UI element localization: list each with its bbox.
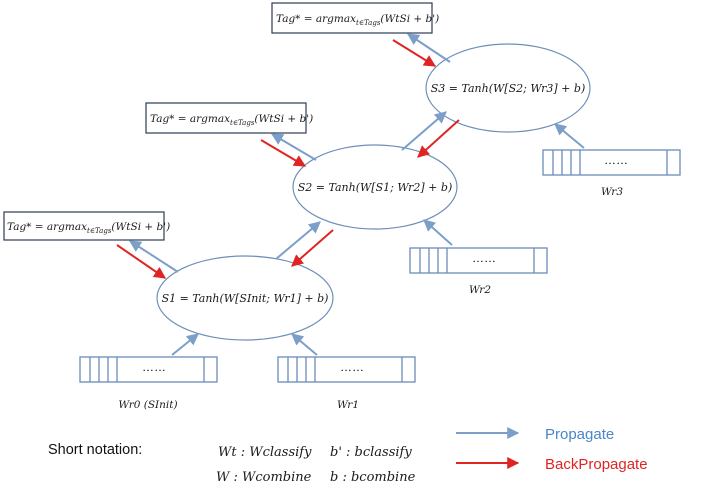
propagate-arrow-s2-tag bbox=[270, 133, 317, 161]
svg-text:Tag* = argmaxt∈Tags(WtSi + b'): Tag* = argmaxt∈Tags(WtSi + b') bbox=[150, 113, 313, 127]
vector-wr1: …… bbox=[277, 356, 416, 383]
backprop-arrow-tag-s1 bbox=[116, 244, 166, 279]
vector-wr1-label: Wr1 bbox=[337, 399, 359, 411]
propagate-arrow-s1-s2 bbox=[275, 221, 321, 260]
svg-text:……: …… bbox=[142, 360, 166, 374]
notation-b: b : bcombine bbox=[330, 470, 416, 485]
propagate-arrow-s2-s3 bbox=[401, 111, 447, 151]
propagate-arrow-wr1-s1 bbox=[291, 333, 318, 356]
propagate-arrow-s3-tag bbox=[407, 33, 451, 63]
vector-wr0-label: Wr0 (SInit) bbox=[118, 399, 177, 411]
vector-wr3-label: Wr3 bbox=[601, 186, 623, 198]
svg-text:S2 = Tanh(W[S1; Wr2] + b): S2 = Tanh(W[S1; Wr2] + b) bbox=[298, 181, 452, 194]
backprop-arrow-tag-s2 bbox=[260, 139, 307, 167]
propagate-arrow-wr2-s2 bbox=[423, 219, 453, 246]
tag-formula-box-1: Tag* = argmaxt∈Tags(WtSi + b') bbox=[3, 211, 170, 241]
propagate-arrow-wr3-s3 bbox=[554, 123, 585, 149]
vector-wr2-label: Wr2 bbox=[469, 284, 491, 296]
backprop-arrow-s2-s1 bbox=[291, 229, 334, 267]
svg-text:……: …… bbox=[472, 251, 496, 265]
tag-formula-box-2: Tag* = argmaxt∈Tags(WtSi + b') bbox=[145, 102, 313, 134]
tag-formula-box-3: Tag* = argmaxt∈Tags(WtSi + b') bbox=[271, 2, 439, 34]
propagate-arrow-wr0-s1 bbox=[171, 333, 199, 356]
legend-backpropagate-label: BackPropagate bbox=[545, 456, 648, 473]
notation-wt: Wt : Wclassify bbox=[218, 445, 312, 460]
vector-wr3: …… bbox=[542, 149, 681, 176]
svg-text:Tag* = argmaxt∈Tags(WtSi + b'): Tag* = argmaxt∈Tags(WtSi + b') bbox=[7, 221, 170, 235]
state-node-s3: S3 = Tanh(W[S2; Wr3] + b) bbox=[425, 43, 591, 133]
backprop-arrow-tag-s3 bbox=[392, 39, 437, 67]
state-node-s2: S2 = Tanh(W[S1; Wr2] + b) bbox=[292, 144, 458, 230]
notation-w: W : Wcombine bbox=[216, 470, 312, 485]
svg-text:……: …… bbox=[340, 360, 364, 374]
svg-text:S1 = Tanh(W[SInit; Wr1] + b): S1 = Tanh(W[SInit; Wr1] + b) bbox=[162, 292, 329, 305]
state-node-s1: S1 = Tanh(W[SInit; Wr1] + b) bbox=[156, 255, 334, 341]
notation-bprime: b' : bclassify bbox=[330, 445, 412, 460]
svg-text:Tag* = argmaxt∈Tags(WtSi + b'): Tag* = argmaxt∈Tags(WtSi + b') bbox=[276, 13, 439, 27]
svg-text:S3 = Tanh(W[S2; Wr3] + b): S3 = Tanh(W[S2; Wr3] + b) bbox=[431, 82, 585, 95]
short-notation-heading: Short notation: bbox=[48, 442, 142, 458]
propagate-arrow-s1-tag bbox=[128, 240, 179, 273]
vector-wr2: …… bbox=[409, 247, 548, 274]
backprop-arrow-s3-s2 bbox=[417, 119, 460, 158]
svg-text:……: …… bbox=[604, 153, 628, 167]
legend-propagate-label: Propagate bbox=[545, 426, 614, 443]
vector-wr0: …… bbox=[79, 356, 218, 383]
